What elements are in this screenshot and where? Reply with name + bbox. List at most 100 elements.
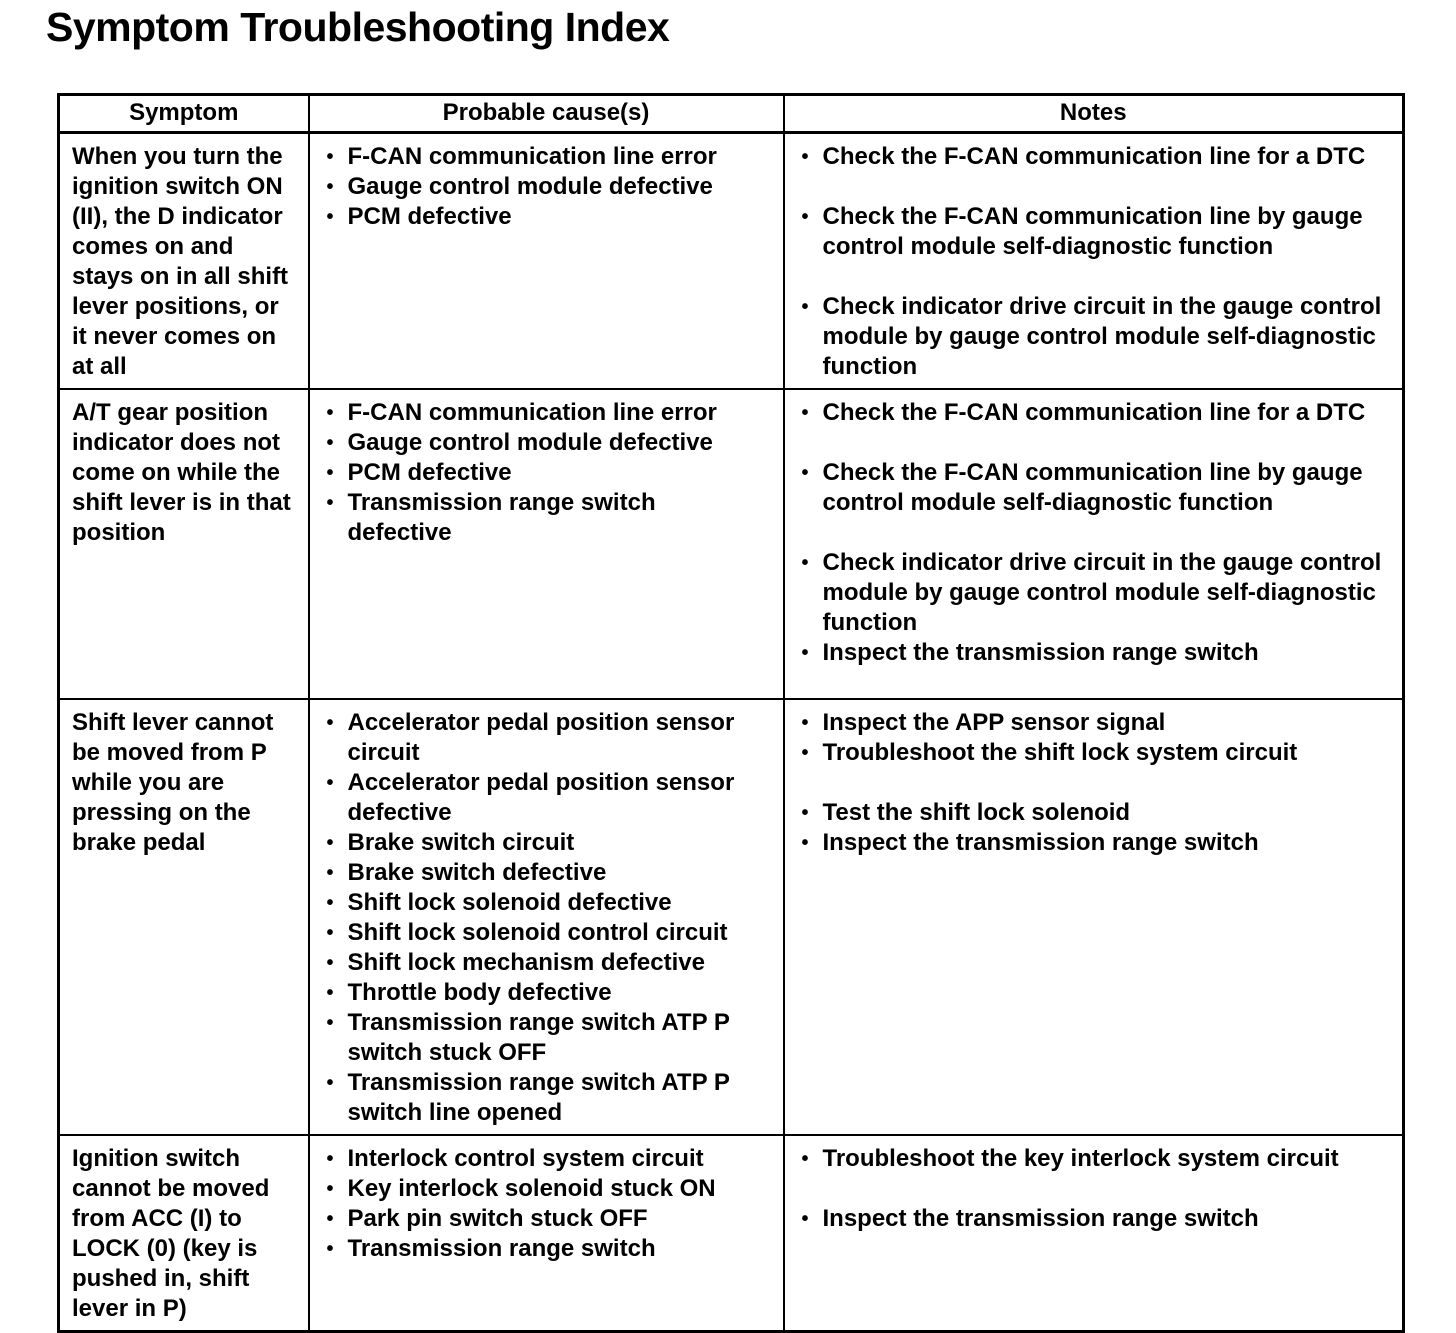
notes-cell: •Check the F-CAN communication line for …: [782, 131, 1405, 390]
bullet-text: PCM defective: [347, 459, 512, 486]
bullet-text: Check the F-CAN communication line for a…: [822, 399, 1366, 426]
bullet-icon: •: [801, 832, 809, 854]
bullet-icon: •: [801, 742, 809, 764]
bullet-icon: •: [801, 462, 809, 484]
bullet-icon: •: [801, 802, 809, 824]
bullet-text: Transmission range switch defective: [347, 489, 656, 546]
bullet-text: Troubleshoot the shift lock system circu…: [822, 739, 1298, 766]
bullet-text: Check the F-CAN communication line by ga…: [822, 203, 1363, 260]
notes-cell: • Check the F-CAN communication line for …: [782, 388, 1405, 700]
table-row: Ignition switch cannot be moved from ACC…: [57, 1134, 1405, 1333]
bullet-icon: •: [326, 462, 334, 484]
bullet-text: Shift lock solenoid control circuit: [347, 919, 728, 946]
bullet-icon: •: [801, 1148, 809, 1170]
bullet-item: • Throttle body defective: [310, 978, 759, 1008]
bullet-text: Inspect the APP sensor signal: [822, 709, 1166, 736]
bullet-text: Check indicator drive circuit in the gau…: [822, 293, 1382, 380]
bullet-text: Key interlock solenoid stuck ON: [347, 1175, 716, 1202]
bullet-item: •Inspect the transmission range switch: [785, 638, 1395, 668]
symptom-text: Ignition switch cannot be moved from ACC…: [72, 1145, 270, 1322]
causes-cell: • Interlock control system circuit • Key in…: [307, 1134, 785, 1333]
bullet-icon: •: [801, 296, 809, 318]
bullet-icon: •: [801, 146, 809, 168]
column-header-notes: Notes: [782, 93, 1405, 134]
list-spacer: [785, 262, 1395, 292]
bullet-item: •Accelerator pedal position sensor circu…: [310, 708, 759, 768]
bullet-text: Shift lock solenoid defective: [347, 889, 672, 916]
table-row: Shift lever cannot be moved from P while…: [57, 698, 1405, 1136]
bullet-icon: •: [326, 772, 334, 794]
bullet-item: •Check indicator drive circuit in the ga…: [785, 548, 1395, 638]
list-spacer: [785, 518, 1395, 548]
table-header-row: Symptom Probable cause(s) Notes: [57, 93, 1405, 134]
bullet-text: Check the F-CAN communication line by ga…: [822, 459, 1363, 516]
bullet-text: PCM defective: [347, 203, 512, 230]
bullet-icon: •: [326, 1012, 334, 1034]
symptom-cell: Ignition switch cannot be moved from ACC…: [57, 1134, 310, 1333]
bullet-icon: •: [326, 402, 334, 424]
bullet-text: Brake switch defective: [347, 859, 607, 886]
bullet-icon: •: [326, 922, 334, 944]
bullet-icon: •: [326, 206, 334, 228]
bullet-icon: •: [326, 1208, 334, 1230]
bullet-item: • F-CAN communication line error: [310, 398, 759, 428]
bullet-item: •Shift lock mechanism defective: [310, 948, 759, 978]
bullet-text: Inspect the transmission range switch: [822, 829, 1259, 856]
bullet-item: • Shift lock solenoid defective: [310, 888, 759, 918]
bullet-item: •Check the F-CAN communication line for …: [785, 142, 1395, 172]
bullet-text: Transmission range switch: [347, 1235, 656, 1262]
bullet-item: • PCM defective: [310, 458, 759, 488]
bullet-icon: •: [326, 1178, 334, 1200]
list-spacer: [785, 1174, 1395, 1204]
bullet-text: Accelerator pedal position sensor circui…: [347, 709, 735, 766]
symptom-cell: Shift lever cannot be moved from P while…: [57, 698, 310, 1136]
bullet-text: Transmission range switch ATP P switch l…: [347, 1069, 730, 1126]
bullet-text: Check indicator drive circuit in the gau…: [822, 549, 1382, 636]
bullet-icon: •: [801, 642, 809, 664]
bullet-icon: •: [326, 892, 334, 914]
bullet-item: •Transmission range switch ATP P switch …: [310, 1008, 759, 1068]
bullet-item: •Transmission range switch ATP P switch …: [310, 1068, 759, 1128]
bullet-item: • Check the F-CAN communication line by g…: [785, 458, 1395, 518]
bullet-item: • PCM defective: [310, 202, 759, 232]
bullet-icon: •: [326, 982, 334, 1004]
bullet-item: • Transmission range switch defective: [310, 488, 759, 548]
symptom-text: When you turn the ignition switch ON (II…: [72, 143, 289, 380]
bullet-item: •Brake switch defective: [310, 858, 759, 888]
causes-cell: • F-CAN communication line error • Gauge co…: [307, 388, 785, 700]
column-header-probable-causes: Probable cause(s): [307, 93, 785, 134]
bullet-item: • Interlock control system circuit: [310, 1144, 759, 1174]
bullet-icon: •: [801, 712, 809, 734]
bullet-icon: •: [801, 206, 809, 228]
bullet-text: Park pin switch stuck OFF: [347, 1205, 648, 1232]
bullet-text: Gauge control module defective: [347, 429, 713, 456]
bullet-icon: •: [801, 1208, 809, 1230]
bullet-item: • Key interlock solenoid stuck ON: [310, 1174, 759, 1204]
bullet-item: •Troubleshoot the key interlock system c…: [785, 1144, 1395, 1174]
bullet-text: Throttle body defective: [347, 979, 612, 1006]
bullet-icon: •: [326, 432, 334, 454]
bullet-item: • Troubleshoot the shift lock system circ…: [785, 738, 1395, 768]
table-row: When you turn the ignition switch ON (II…: [57, 131, 1405, 390]
bullet-icon: •: [326, 146, 334, 168]
bullet-icon: •: [326, 832, 334, 854]
bullet-text: F-CAN communication line error: [347, 143, 717, 170]
bullet-item: • Gauge control module defective: [310, 428, 759, 458]
symptom-cell: A/T gear position indicator does not com…: [57, 388, 310, 700]
bullet-item: •Brake switch circuit: [310, 828, 759, 858]
bullet-icon: •: [326, 492, 334, 514]
notes-cell: • Inspect the APP sensor signal • Troublesh…: [782, 698, 1405, 1136]
bullet-item: • Shift lock solenoid control circuit: [310, 918, 759, 948]
bullet-item: • Check indicator drive circuit in the ga…: [785, 292, 1395, 382]
bullet-icon: •: [326, 952, 334, 974]
bullet-item: • Park pin switch stuck OFF: [310, 1204, 759, 1234]
bullet-text: F-CAN communication line error: [347, 399, 717, 426]
bullet-text: Inspect the transmission range switch: [822, 1205, 1259, 1232]
bullet-item: • Accelerator pedal position sensor defec…: [310, 768, 759, 828]
bullet-item: •Transmission range switch: [310, 1234, 759, 1264]
bullet-text: Accelerator pedal position sensor defect…: [347, 769, 735, 826]
bullet-icon: •: [326, 1148, 334, 1170]
causes-cell: • Accelerator pedal position sensor circu…: [307, 698, 785, 1136]
bullet-text: Interlock control system circuit: [347, 1145, 704, 1172]
